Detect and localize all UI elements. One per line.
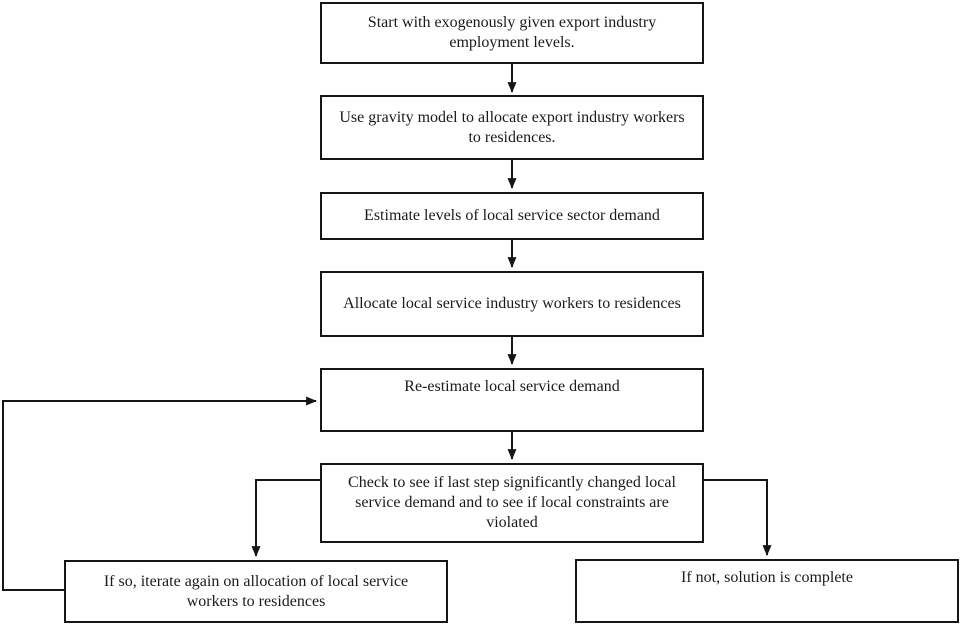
flow-node-check-convergence-label: Check to see if last step significantly …	[348, 474, 676, 531]
flow-node-check-convergence: Check to see if last step significantly …	[320, 463, 704, 543]
arrow-iterate-to-reestimate-feedback	[2, 396, 317, 591]
arrow-check-to-iterate	[251, 479, 321, 557]
flow-node-allocate-workers: Allocate local service industry workers …	[320, 271, 704, 337]
arrow-check-to-complete	[703, 479, 772, 556]
flow-node-solution-complete: If not, solution is complete	[575, 559, 959, 623]
flow-node-solution-complete-label: If not, solution is complete	[681, 569, 853, 586]
flow-node-gravity-model-label: Use gravity model to allocate export ind…	[339, 108, 685, 146]
flow-node-estimate-demand: Estimate levels of local service sector …	[320, 192, 704, 240]
flow-node-estimate-demand-label: Estimate levels of local service sector …	[364, 207, 660, 224]
flow-node-iterate-again: If so, iterate again on allocation of lo…	[64, 560, 448, 623]
flow-node-reestimate-demand-label: Re-estimate local service demand	[404, 378, 620, 395]
flow-node-gravity-model: Use gravity model to allocate export ind…	[320, 95, 704, 160]
flow-node-start-label: Start with exogenously given export indu…	[367, 14, 657, 51]
flow-node-start: Start with exogenously given export indu…	[320, 2, 704, 64]
flow-node-reestimate-demand: Re-estimate local service demand	[320, 368, 704, 432]
flow-node-allocate-workers-label: Allocate local service industry workers …	[343, 295, 681, 312]
flow-node-iterate-again-label: If so, iterate again on allocation of lo…	[103, 572, 409, 610]
